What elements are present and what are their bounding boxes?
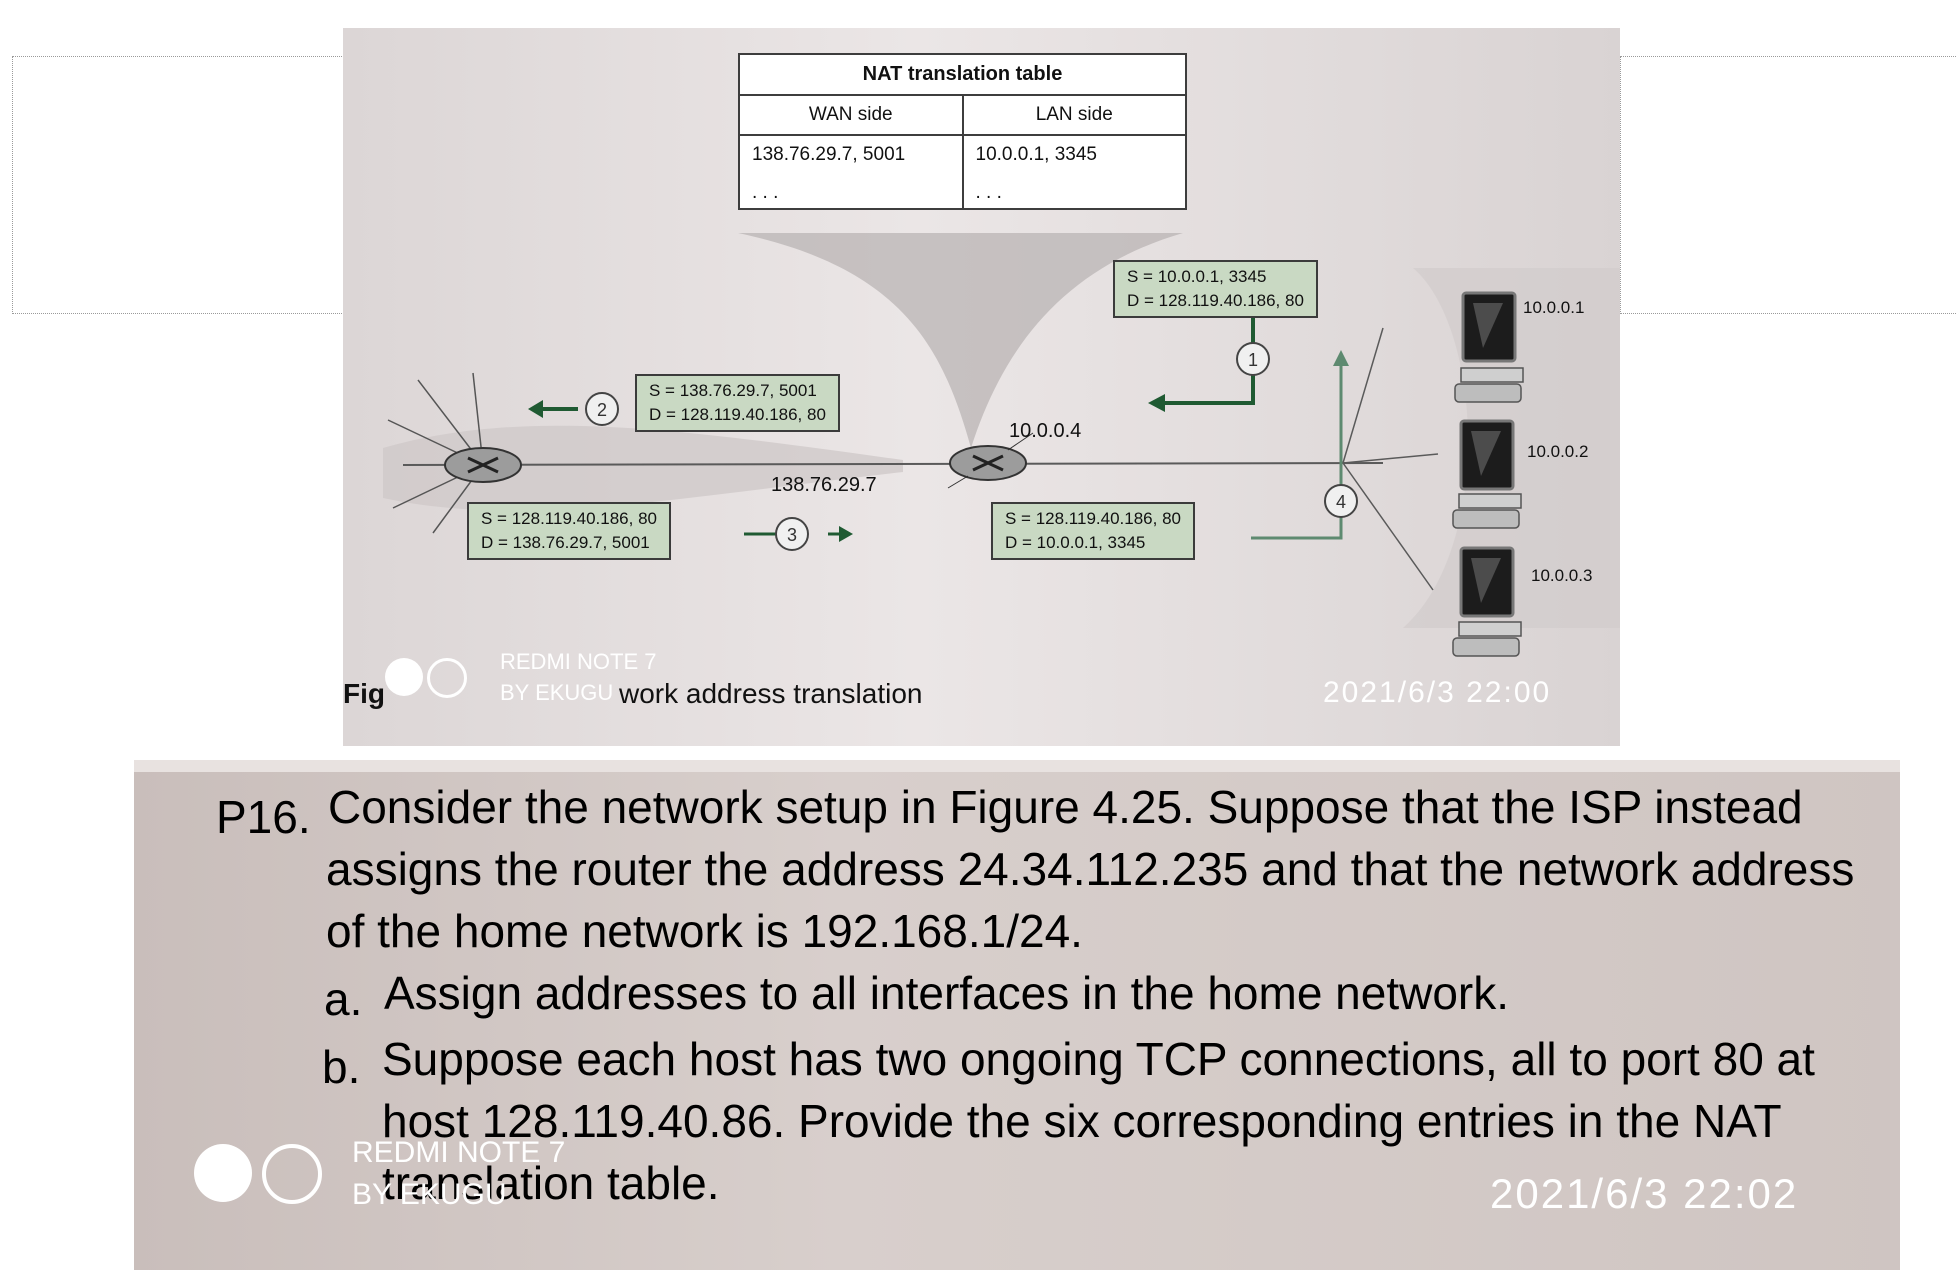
packet-3-destination: D = 138.76.29.7, 5001 (481, 533, 650, 552)
filled-circle-icon (194, 1144, 252, 1202)
watermark-device: REDMI NOTE 7 (500, 649, 657, 674)
packet-1-source: S = 10.0.0.1, 3345 (1127, 267, 1267, 286)
host-computer-icon (1452, 419, 1522, 529)
arrow-left-icon (1148, 394, 1165, 412)
part-b-line-1: Suppose each host has two ongoing TCP co… (382, 1033, 1815, 1085)
step-1-marker: 1 (1236, 342, 1270, 376)
host-1-address: 10.0.0.1 (1523, 298, 1585, 317)
packet-4-source: S = 128.119.40.186, 80 (1005, 509, 1181, 528)
outline-circle-icon (262, 1144, 322, 1204)
host-2-address: 10.0.0.2 (1527, 442, 1589, 461)
outline-circle-icon (427, 658, 467, 698)
wan-side-header: WAN side (740, 96, 962, 136)
problem-line-1: Consider the network setup in Figure 4.2… (328, 781, 1803, 833)
packet-4-label: S = 128.119.40.186, 80 D = 10.0.0.1, 334… (991, 502, 1195, 560)
arrow-up-icon (1333, 350, 1349, 366)
part-b-line-2: host 128.119.40.86. Provide the six corr… (382, 1095, 1782, 1147)
photo-top-edge (134, 760, 1900, 772)
packet-1-destination: D = 128.119.40.186, 80 (1127, 291, 1304, 310)
camera-watermark-logo (385, 658, 467, 698)
packet-2-destination: D = 128.119.40.186, 80 (649, 405, 826, 424)
packet-2-source: S = 138.76.29.7, 5001 (649, 381, 817, 400)
part-b-label: b. (322, 1041, 361, 1093)
host-computer-icon (1454, 291, 1524, 403)
nat-table-header-row: WAN side LAN side (740, 96, 1185, 136)
filled-circle-icon (385, 658, 423, 696)
part-a-text: Assign addresses to all interfaces in th… (384, 967, 1510, 1019)
problem-photo: P16. Consider the network setup in Figur… (134, 760, 1900, 1270)
watermark-timestamp: 2021/6/3 22:00 (1323, 676, 1552, 709)
nat-table-title: NAT translation table (740, 55, 1185, 96)
caption-text: work address translation (619, 678, 923, 709)
host-computer-icon (1452, 546, 1522, 657)
problem-line-3: of the home network is 192.168.1/24. (326, 905, 1083, 957)
wan-side-value: 138.76.29.7, 5001 (752, 144, 906, 165)
camera-watermark-logo-2 (194, 1144, 322, 1204)
caption-prefix: Fig (343, 678, 385, 709)
packet-3-source: S = 128.119.40.186, 80 (481, 509, 657, 528)
watermark-author: BY EKUGU (500, 680, 614, 705)
arrow-left-icon-2 (528, 400, 543, 418)
step-4-marker: 4 (1324, 484, 1358, 518)
figure-photo: NAT translation table WAN side LAN side … (343, 28, 1620, 746)
step-3-marker: 3 (775, 517, 809, 551)
internet-router-icon (444, 447, 522, 483)
router-wan-address: 138.76.29.7 (771, 474, 877, 496)
figure-caption: Fig work address translation (343, 678, 922, 710)
watermark-timestamp-2: 2021/6/3 22:02 (1490, 1170, 1799, 1217)
network-diagram (383, 233, 1620, 657)
arrow-right-icon (839, 526, 853, 542)
nat-translation-table: NAT translation table WAN side LAN side … (738, 53, 1187, 210)
lan-side-value: 10.0.0.1, 3345 (961, 136, 1186, 174)
wan-ellipsis: . . . (752, 182, 779, 203)
lan-side-header: LAN side (961, 96, 1185, 136)
host-3-address: 10.0.0.3 (1531, 566, 1593, 585)
problem-number: P16. (216, 791, 311, 843)
step-2-marker: 2 (585, 392, 619, 426)
right-dotted-frame (1620, 56, 1957, 314)
part-b-line-3: translation table. (382, 1157, 720, 1209)
watermark-device-2: REDMI NOTE 7 (352, 1136, 566, 1169)
watermark-author-2: BY EKUGU (352, 1178, 507, 1211)
lan-ellipsis: . . . (961, 174, 1186, 208)
nat-table-ellipsis-row: . . . . . . (740, 174, 1185, 208)
packet-2-label: S = 138.76.29.7, 5001 D = 128.119.40.186… (635, 374, 840, 432)
nat-router-icon (949, 445, 1027, 481)
problem-line-2: assigns the router the address 24.34.112… (326, 843, 1855, 895)
left-dotted-frame (12, 56, 346, 314)
router-lan-address: 10.0.0.4 (1009, 420, 1082, 442)
packet-1-label: S = 10.0.0.1, 3345 D = 128.119.40.186, 8… (1113, 260, 1318, 318)
nat-table-row: 138.76.29.7, 5001 10.0.0.1, 3345 (740, 136, 1185, 174)
packet-4-destination: D = 10.0.0.1, 3345 (1005, 533, 1146, 552)
part-a-label: a. (324, 973, 363, 1025)
packet-3-label: S = 128.119.40.186, 80 D = 138.76.29.7, … (467, 502, 671, 560)
